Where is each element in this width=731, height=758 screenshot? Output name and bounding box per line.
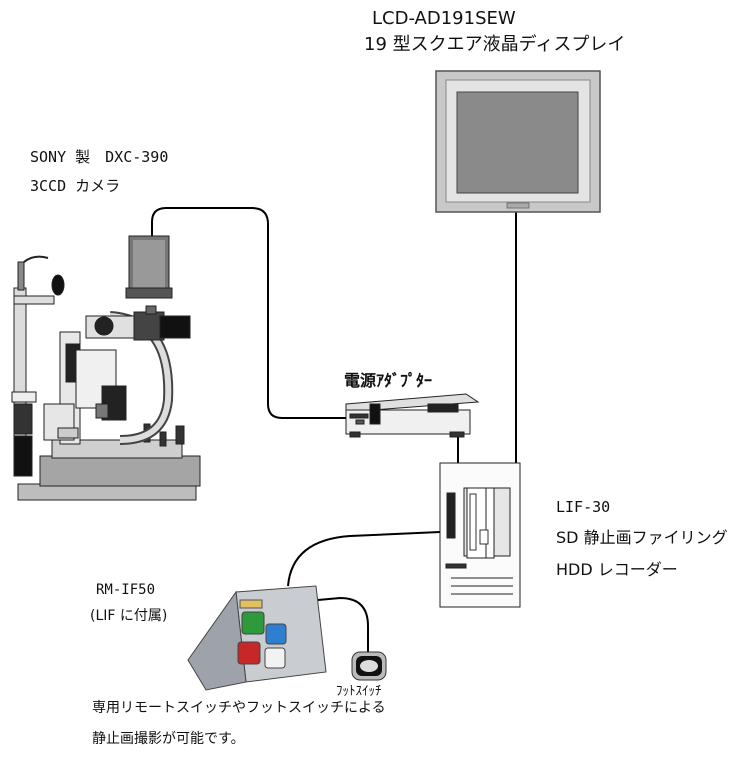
remote-switch: [187, 585, 327, 691]
remote-red-button: [237, 641, 261, 665]
camera-description-label: 3CCD カメラ: [30, 177, 121, 195]
caption-line-2: 静止画撮影が可能です。: [92, 731, 245, 747]
camera-cable: [151, 207, 346, 419]
camera-model-label: SONY 製 DXC-390: [30, 148, 169, 166]
power-adapter: [345, 393, 480, 438]
remote-white-button: [264, 647, 286, 669]
remote-cable: [287, 531, 441, 587]
recorder-description-label: SD 静止画ファイリング: [556, 528, 728, 547]
3ccd-camera: [125, 235, 173, 299]
power-adapter-label: 電源ｱﾀﾞﾌﾟﾀｰ: [344, 371, 433, 390]
remote-blue-button: [265, 623, 287, 645]
footswitch-cable: [317, 596, 369, 654]
recorder-model-label: LIF-30: [556, 498, 611, 516]
footswitch: [351, 651, 387, 681]
monitor-model-label: LCD-AD191SEW: [372, 8, 516, 29]
monitor-description-label: 19 型スクエア液晶ディスプレイ: [364, 34, 626, 55]
footswitch-label: ﾌｯﾄｽｲｯﾁ: [336, 684, 382, 699]
remote-note-label: (LIF に付属): [90, 608, 168, 624]
caption-line-1: 専用リモートスイッチやフットスイッチによる: [92, 700, 386, 716]
slit-lamp-microscope: [11, 255, 201, 501]
lcd-monitor: [435, 70, 601, 213]
remote-green-button: [241, 611, 265, 635]
recorder-type-label: HDD レコーダー: [556, 560, 678, 579]
lif-30-recorder: [439, 462, 521, 608]
remote-model-label: RM-IF50: [96, 582, 156, 598]
